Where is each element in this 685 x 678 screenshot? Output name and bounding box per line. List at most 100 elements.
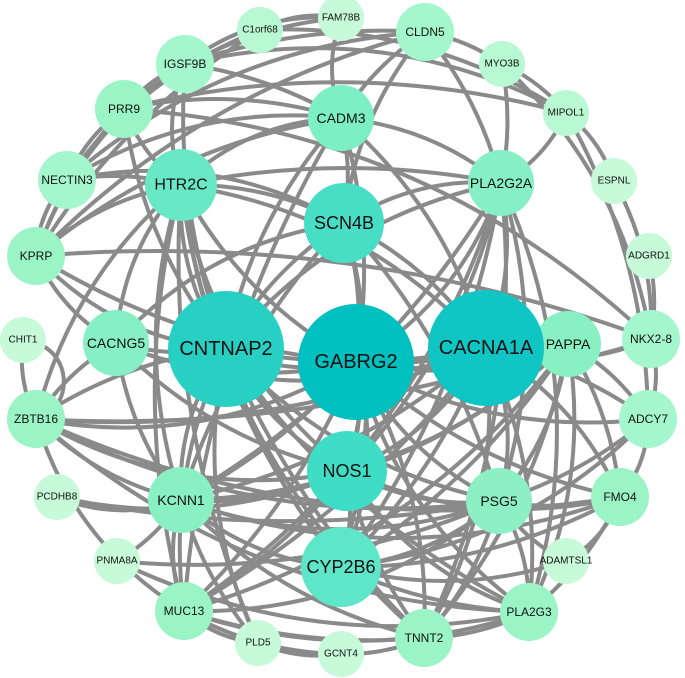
node-label: ADAMTSL1 (540, 556, 593, 567)
node-circle (428, 290, 544, 406)
node-fam78b[interactable]: FAM78B (318, 0, 364, 41)
node-adcy7[interactable]: ADCY7 (619, 390, 677, 448)
node-pcdhb8[interactable]: PCDHB8 (34, 474, 80, 520)
node-label: CLDN5 (405, 25, 445, 39)
node-label: KPRP (20, 249, 53, 263)
edge-htr2c-zbtb16 (34, 183, 183, 421)
edge-nkx2-8-kprp (34, 248, 653, 341)
node-mipol1[interactable]: MIPOL1 (543, 90, 589, 136)
node-circle (155, 582, 213, 640)
node-label: CACNG5 (87, 335, 146, 351)
edge-nkx2-8-prr9 (122, 107, 653, 341)
edge-pcdhb8-psg5 (55, 495, 501, 524)
node-circle (500, 583, 558, 641)
node-kcnn1[interactable]: KCNN1 (148, 467, 214, 533)
edge-cldn5-igsf9b (183, 28, 427, 66)
node-label: NOS1 (322, 461, 371, 481)
node-circle (83, 310, 149, 376)
node-circle (466, 468, 532, 534)
node-circle (168, 291, 284, 407)
node-label: CNTNAP2 (179, 338, 272, 360)
edge-kcnn1-tnnt2 (179, 498, 426, 640)
node-label: HTR2C (154, 177, 207, 194)
node-cntnap2[interactable]: CNTNAP2 (168, 291, 284, 407)
node-circle (619, 390, 677, 448)
node-label: MYO3B (484, 59, 519, 70)
node-pnma8a[interactable]: PNMA8A (94, 538, 140, 584)
node-label: GABRG2 (314, 351, 397, 373)
node-adamtsl1[interactable]: ADAMTSL1 (540, 538, 593, 584)
node-htr2c[interactable]: HTR2C (145, 149, 217, 221)
node-kprp[interactable]: KPRP (7, 227, 65, 285)
node-label: GCNT4 (324, 649, 358, 660)
node-label: NKX2-8 (630, 332, 672, 346)
node-label: PSG5 (480, 493, 518, 509)
node-circle (543, 90, 589, 136)
node-pla2g3[interactable]: PLA2G3 (500, 583, 558, 641)
edge-cldn5-kprp (34, 30, 427, 258)
edge-htr2c-muc13 (152, 183, 186, 613)
node-fmo4[interactable]: FMO4 (591, 468, 649, 526)
node-circle (298, 304, 414, 420)
node-circle (237, 7, 283, 53)
node-prr9[interactable]: PRR9 (95, 80, 153, 138)
edge-zbtb16-muc13 (34, 417, 186, 613)
node-circle (304, 183, 384, 263)
node-nkx2-8[interactable]: NKX2-8 (622, 310, 680, 368)
node-circle (468, 150, 534, 216)
node-muc13[interactable]: MUC13 (155, 582, 213, 640)
node-label: FAM78B (322, 13, 361, 24)
node-circle (543, 538, 589, 584)
node-label: FMO4 (603, 490, 637, 504)
node-pappa[interactable]: PAPPA (535, 311, 601, 377)
node-circle (301, 527, 381, 607)
node-tnnt2[interactable]: TNNT2 (395, 609, 453, 667)
edge-pappa-pla2g3 (527, 342, 577, 614)
node-cadm3[interactable]: CADM3 (308, 85, 374, 151)
node-c1orf68[interactable]: C1orf68 (237, 7, 283, 53)
node-circle (479, 41, 525, 87)
node-cyp2b6[interactable]: CYP2B6 (301, 527, 381, 607)
node-circle (148, 467, 214, 533)
node-label: PRR9 (108, 102, 140, 116)
node-psg5[interactable]: PSG5 (466, 468, 532, 534)
node-igsf9b[interactable]: IGSF9B (156, 35, 214, 93)
node-espnl[interactable]: ESPNL (591, 158, 637, 204)
node-circle (318, 0, 364, 41)
node-gabrg2[interactable]: GABRG2 (298, 304, 414, 420)
node-label: PLA2G2A (470, 175, 533, 191)
node-label: ESPNL (598, 176, 631, 187)
node-nectin3[interactable]: NECTIN3 (38, 151, 96, 209)
node-cldn5[interactable]: CLDN5 (396, 3, 454, 61)
node-label: IGSF9B (164, 57, 207, 71)
node-label: KCNN1 (157, 492, 205, 508)
node-circle (318, 631, 364, 677)
edge-mipol1-igsf9b (183, 46, 568, 115)
node-label: C1orf68 (242, 25, 278, 36)
node-scn4b[interactable]: SCN4B (304, 183, 384, 263)
node-myo3b[interactable]: MYO3B (479, 41, 525, 87)
node-nos1[interactable]: NOS1 (307, 431, 387, 511)
node-gcnt4[interactable]: GCNT4 (318, 631, 364, 677)
node-circle (622, 310, 680, 368)
node-zbtb16[interactable]: ZBTB16 (7, 390, 65, 448)
node-circle (591, 468, 649, 526)
node-label: CYP2B6 (306, 557, 375, 577)
node-pla2g2a[interactable]: PLA2G2A (468, 150, 534, 216)
node-label: CACNA1A (439, 337, 534, 359)
edge-mipol1-prr9 (122, 80, 568, 115)
node-circle (535, 311, 601, 377)
node-circle (396, 3, 454, 61)
edge-pla2g2a-tnnt2 (422, 181, 508, 640)
node-circle (7, 227, 65, 285)
node-cacna1a[interactable]: CACNA1A (428, 290, 544, 406)
node-pld5[interactable]: PLD5 (235, 620, 281, 666)
node-cacng5[interactable]: CACNG5 (83, 310, 149, 376)
edge-pnma8a-pla2g3 (115, 559, 531, 629)
node-label: PLA2G3 (506, 605, 552, 619)
node-circle (34, 474, 80, 520)
edge-cldn5-nectin3 (65, 30, 427, 182)
node-chit1[interactable]: CHIT1 (0, 317, 46, 363)
node-adgrd1[interactable]: ADGRD1 (626, 233, 672, 279)
